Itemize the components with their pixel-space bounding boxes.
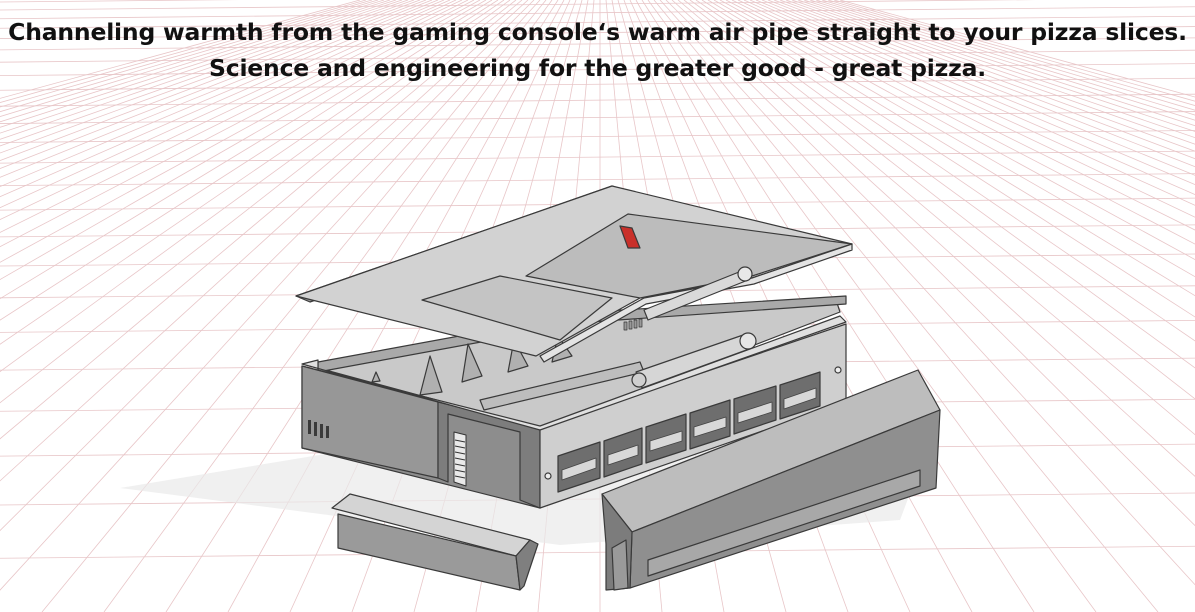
pizza-box-lid (295, 185, 853, 363)
side-grille (453, 431, 467, 487)
grid-line (0, 0, 463, 220)
grid-line (0, 0, 379, 113)
grid-line (0, 0, 475, 248)
grid-line (659, 0, 1195, 586)
grid-line (0, 0, 505, 345)
grid-line (0, 0, 439, 178)
grid-line (0, 93, 1195, 107)
grid-line (0, 0, 469, 233)
grid-line (743, 0, 1195, 206)
grid-line (731, 0, 1195, 231)
grid-line (0, 0, 403, 134)
grid-line (803, 0, 1195, 127)
grid-line (0, 49, 1195, 63)
grid-line (749, 0, 1195, 195)
grid-line (0, 0, 451, 198)
grid-line (725, 0, 1195, 245)
grid-line (0, 6, 1195, 20)
grid-line (0, 0, 499, 321)
grid-line (815, 0, 1195, 116)
grid-line (0, 0, 511, 373)
grid-line (0, 0, 240, 3)
grid-line (701, 0, 1195, 318)
grid-line (0, 0, 529, 482)
caption-line-1: Channeling warmth from the gaming consol… (8, 18, 1187, 46)
grid-line (0, 0, 433, 170)
grid-line (103, 0, 553, 612)
grid-line (773, 0, 1195, 160)
grid-line (0, 0, 373, 108)
grid-line (827, 0, 1195, 106)
grid-line (0, 77, 1195, 91)
grid-line (0, 111, 1195, 124)
caption-block: Channeling warmth from the gaming consol… (0, 14, 1195, 86)
grid-line (797, 0, 1195, 132)
pizza-box-body (301, 295, 847, 509)
grid-line (0, 0, 391, 123)
grid-line (0, 0, 397, 128)
grid-line (0, 0, 1036, 11)
grid-line (755, 0, 1195, 185)
grid-line (647, 0, 1097, 612)
grid-line (0, 130, 1195, 143)
grid-line (707, 0, 1195, 297)
front-rail-piece (331, 493, 539, 591)
grid-line (0, 0, 535, 532)
grid-line (0, 173, 1195, 187)
grid-line (761, 0, 1195, 176)
grid-line (719, 0, 1195, 261)
grid-line (0, 0, 445, 188)
grid-line (677, 0, 1195, 436)
grid-line (0, 0, 541, 591)
grid-line (779, 0, 1195, 152)
grid-line (683, 0, 1195, 400)
grid-line (785, 0, 1195, 145)
grid-line (767, 0, 1195, 168)
grid-line (0, 0, 409, 140)
grid-line (0, 15, 1195, 29)
grid-line (0, 0, 385, 117)
grid-line (41, 0, 547, 612)
grid-line (0, 0, 427, 161)
caption-line-2: Science and engineering for the greater … (208, 54, 986, 82)
grid-line (0, 150, 1195, 164)
grid-line (0, 0, 487, 281)
grid-line (0, 0, 457, 209)
grid-line (0, 0, 517, 404)
grid-line (653, 0, 1159, 612)
grid-line (713, 0, 1195, 278)
grid-line (0, 26, 1195, 39)
grid-line (0, 37, 1195, 51)
grid-line (671, 0, 1195, 477)
grid-line (0, 545, 1195, 559)
grid-line (695, 0, 1195, 342)
grid-line (809, 0, 1195, 121)
red-accent-tab (619, 225, 641, 249)
grid-line (0, 0, 421, 154)
grid-line (737, 0, 1195, 218)
warm-air-duct (601, 369, 941, 591)
grid-line (665, 0, 1195, 527)
grid-line (0, 0, 493, 300)
grid-line (0, 0, 415, 147)
grid-line (0, 0, 481, 263)
grid-line (821, 0, 1195, 111)
grid-line (689, 0, 1195, 369)
grid-line (0, 0, 523, 440)
grid-line (0, 0, 367, 103)
grid-line (791, 0, 1195, 139)
